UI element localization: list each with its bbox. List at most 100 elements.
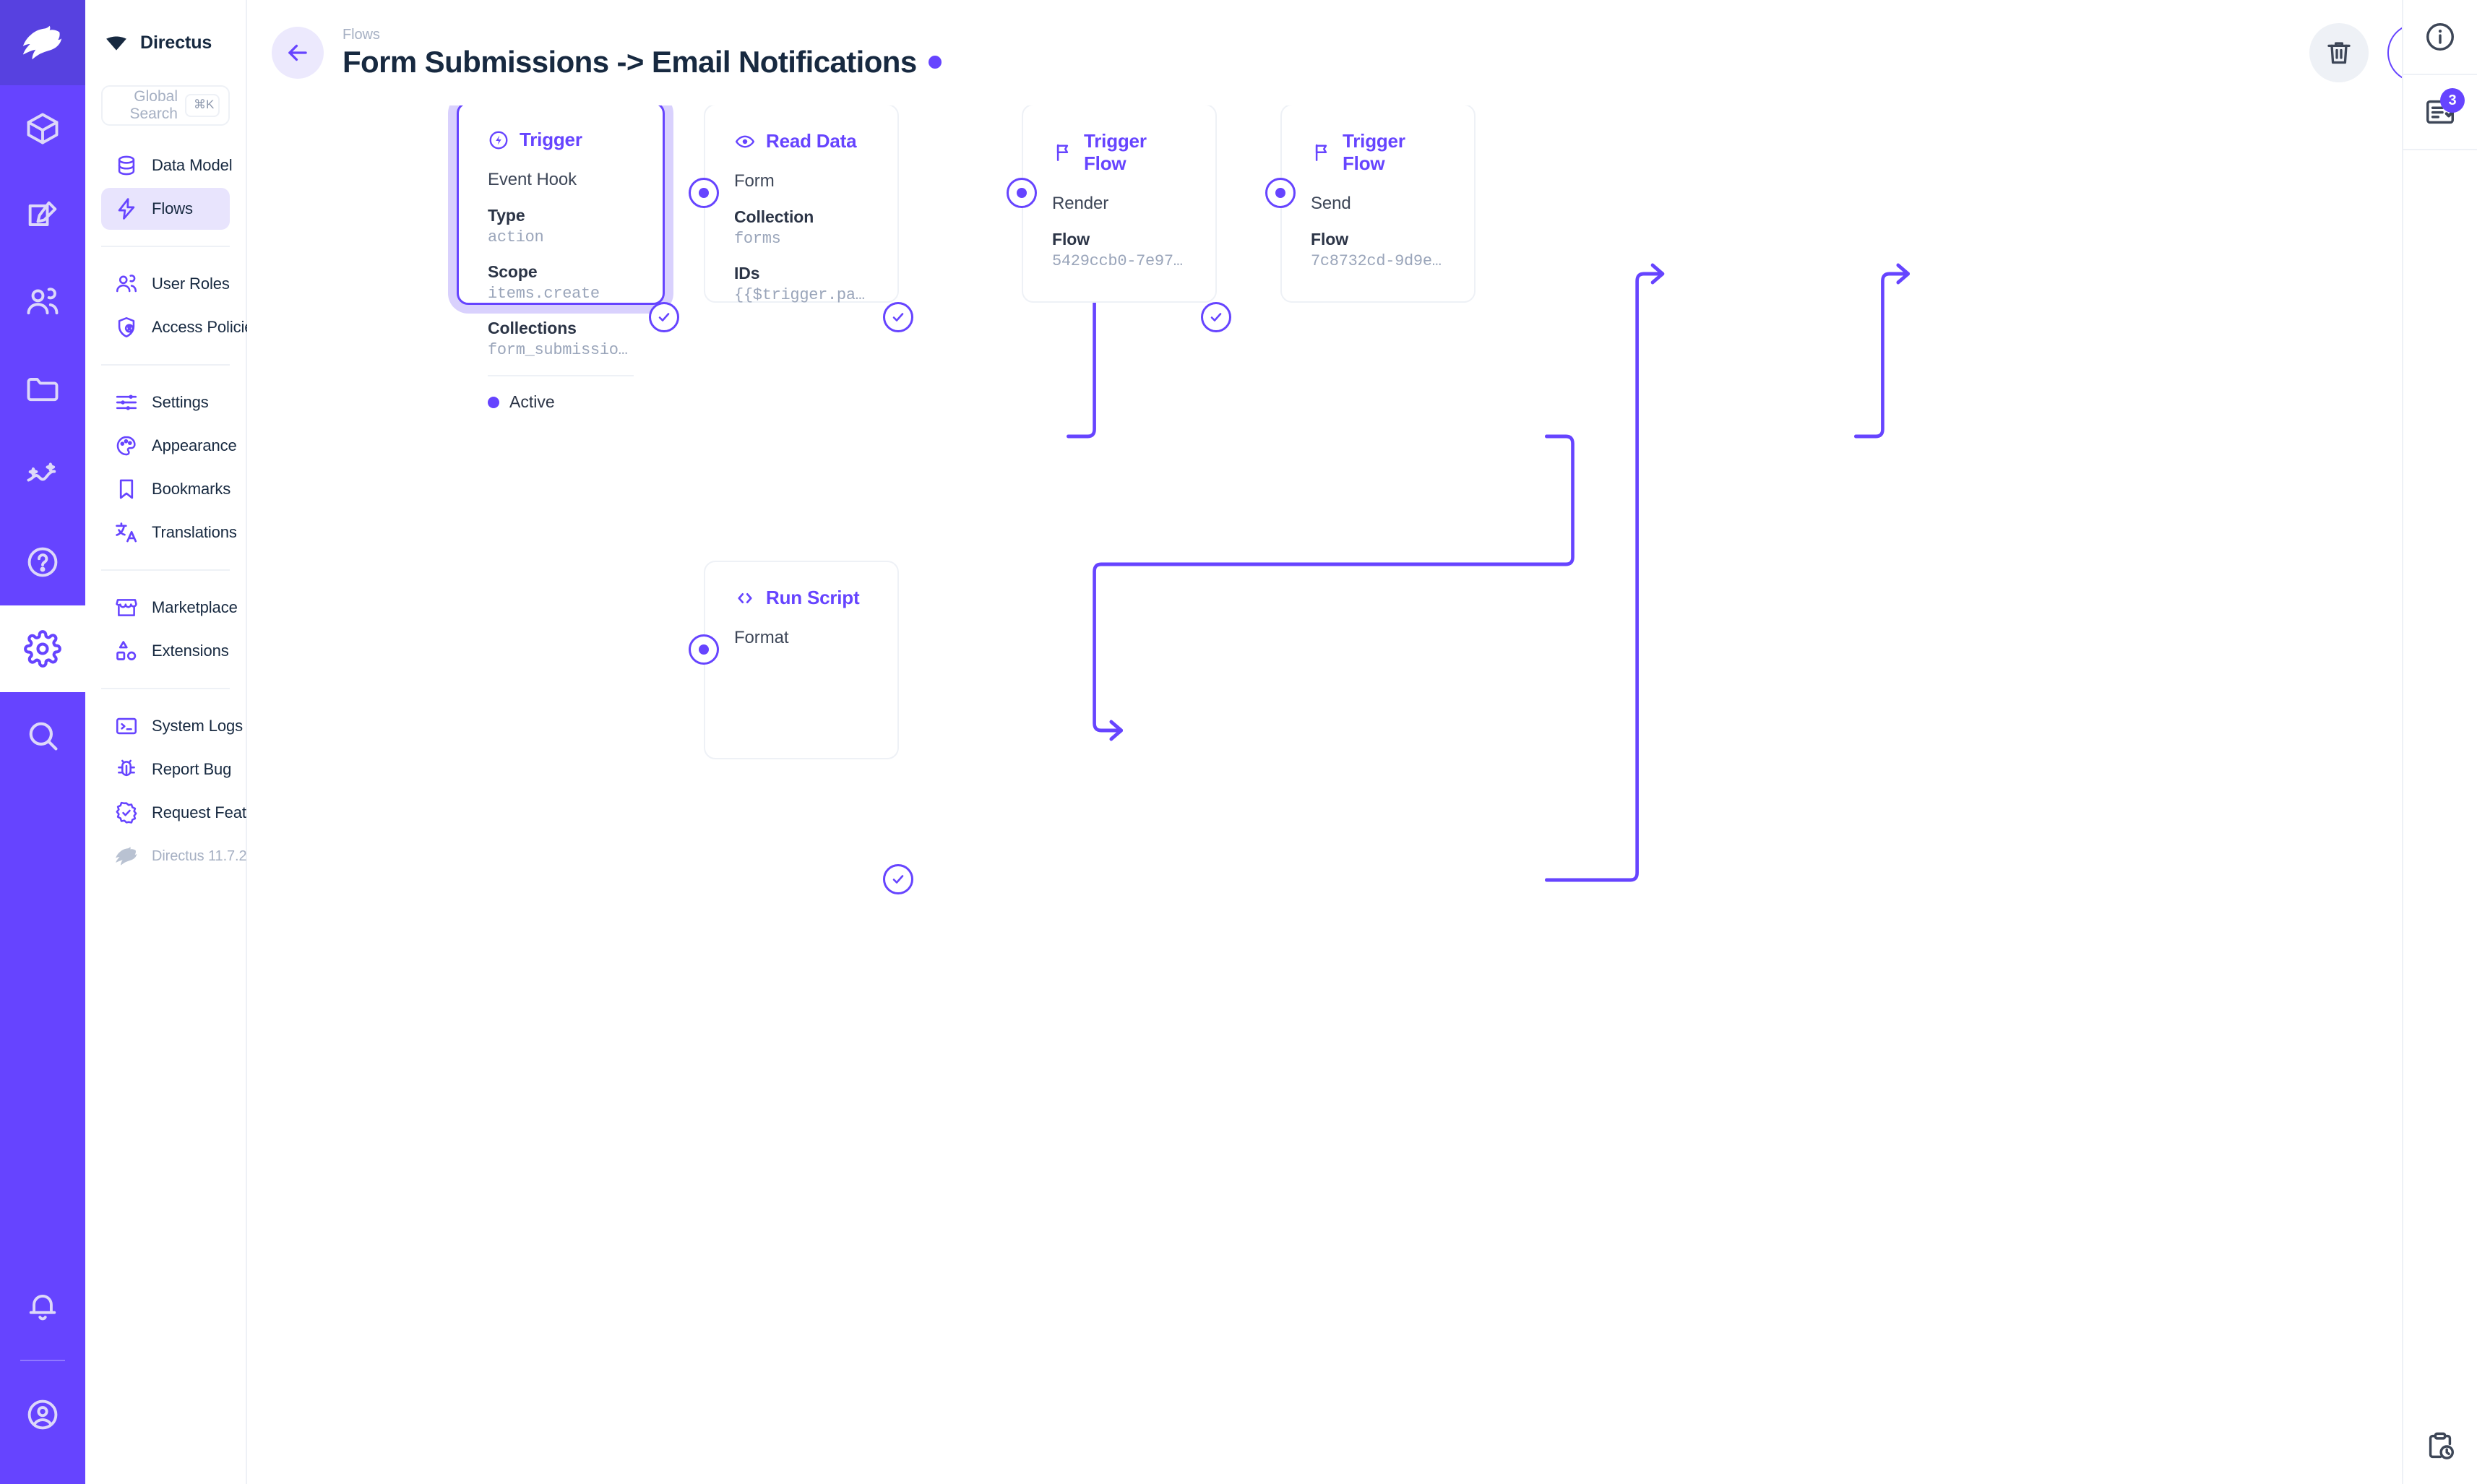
- sidebar-item-settings[interactable]: Settings: [101, 381, 230, 423]
- node-field: IDs {{$trigger.payload.form}}: [734, 264, 869, 304]
- field-value: 7c8732cd-9d9e-44be: [1311, 252, 1445, 270]
- flow-logs-button[interactable]: 3: [2403, 75, 2477, 150]
- port-trigger-flow-render-resolve[interactable]: [1201, 302, 1231, 332]
- field-label: Collection: [734, 207, 814, 226]
- port-read-data-input[interactable]: [689, 178, 719, 208]
- field-value: forms: [734, 230, 781, 248]
- sidebar-group-data: Data Model Flows: [85, 144, 246, 230]
- node-header: Trigger: [488, 129, 634, 151]
- sidebar-version: Directus 11.7.2: [101, 835, 247, 877]
- port-dot-icon: [699, 644, 709, 655]
- sidebar-divider: [101, 569, 230, 571]
- delete-flow-button[interactable]: [2309, 23, 2369, 82]
- page-header: Flows Form Submissions -> Email Notifica…: [247, 0, 2477, 105]
- flag-icon: [1315, 144, 1327, 161]
- flow-node-run-script[interactable]: Run Script Format: [704, 561, 899, 759]
- sidebar-item-system-logs[interactable]: System Logs: [101, 705, 243, 747]
- field-value: action: [488, 228, 544, 246]
- flow-canvas[interactable]: Trigger Event Hook Type action Scope ite…: [247, 105, 2477, 1484]
- sidebar-divider: [101, 246, 230, 247]
- sidebar-item-label: Access Policies: [152, 318, 262, 336]
- sidebar-item-request-feature[interactable]: Request Feature: [101, 792, 269, 834]
- check-icon: [892, 313, 904, 322]
- sidebar-group-access: User Roles Access Policies: [85, 263, 261, 348]
- trash-icon: [2327, 42, 2351, 64]
- palette-icon: [114, 433, 139, 458]
- sidebar-item-label: Extensions: [152, 642, 229, 660]
- field-label: Flow: [1052, 230, 1090, 249]
- node-title: Trigger Flow: [1084, 130, 1147, 174]
- sidebar-item-bookmarks[interactable]: Bookmarks: [101, 468, 231, 510]
- rail-item-users[interactable]: [0, 259, 85, 345]
- sidebar-item-translations[interactable]: Translations: [101, 512, 237, 553]
- sidebar-divider: [101, 364, 230, 366]
- rail-item-account[interactable]: [0, 1371, 85, 1458]
- breadcrumb[interactable]: Flows: [343, 26, 380, 43]
- flow-node-trigger[interactable]: Trigger Event Hook Type action Scope ite…: [457, 105, 665, 411]
- node-header: Run Script: [734, 587, 869, 609]
- port-trigger-resolve[interactable]: [649, 302, 679, 332]
- activity-button[interactable]: [2403, 1409, 2477, 1484]
- arrow-left-icon: [288, 44, 307, 61]
- bookmark-icon: [114, 477, 139, 501]
- flow-node-read-data[interactable]: Read Data Form Collection forms IDs {{$t…: [704, 105, 899, 304]
- search-input[interactable]: Global Search ⌘K: [101, 85, 230, 126]
- port-trigger-flow-render-input[interactable]: [1007, 178, 1037, 208]
- rail-item-editor[interactable]: [0, 172, 85, 259]
- node-field: Flow 5429ccb0-7e97-4ef5-9d65-2b…: [1052, 230, 1186, 270]
- rail-icon-list: [0, 85, 85, 779]
- sidebar-divider: [101, 688, 230, 689]
- field-value: items.create: [488, 285, 600, 303]
- sidebar-group-support: System Logs Report Bug R: [85, 705, 269, 877]
- rail-item-search[interactable]: [0, 692, 85, 779]
- sidebar-brand[interactable]: Directus: [85, 0, 246, 85]
- sidebar-item-marketplace[interactable]: Marketplace Beta: [101, 587, 296, 629]
- rail-item-content[interactable]: [0, 85, 85, 172]
- status-badge: [928, 55, 942, 69]
- sidebar-item-flows[interactable]: Flows: [101, 188, 230, 230]
- node-subtitle: Format: [734, 628, 789, 647]
- flow-node-trigger-flow-send[interactable]: Trigger Flow Send Flow 7c8732cd-9d9e-44b…: [1280, 105, 1476, 303]
- sidebar-item-report-bug[interactable]: Report Bug: [101, 749, 231, 790]
- back-button[interactable]: [272, 27, 324, 79]
- node-status-label: Active: [509, 392, 555, 411]
- port-read-data-resolve[interactable]: [883, 302, 913, 332]
- node-field: Collections form_submissions: [488, 319, 634, 359]
- field-value: 5429ccb0-7e97-4ef5-9d65-2b…: [1052, 252, 1186, 270]
- port-dot-icon: [1017, 188, 1027, 198]
- rail-item-notifications[interactable]: [0, 1263, 85, 1350]
- rail-item-files[interactable]: [0, 345, 85, 432]
- sidebar-item-extensions[interactable]: Extensions: [101, 630, 230, 672]
- info-button[interactable]: [2403, 0, 2477, 75]
- rail-item-insights[interactable]: [0, 432, 85, 519]
- directus-mark-icon: [106, 36, 126, 51]
- sidebar-item-user-roles[interactable]: User Roles: [101, 263, 230, 305]
- right-sidebar: 3: [2402, 0, 2477, 1484]
- sidebar-item-data-model[interactable]: Data Model: [101, 144, 233, 186]
- flow-edges: [1067, 263, 1910, 882]
- sidebar-item-appearance[interactable]: Appearance: [101, 425, 237, 467]
- port-run-script-resolve[interactable]: [883, 864, 913, 894]
- check-icon: [658, 313, 670, 322]
- flag-icon: [1056, 144, 1069, 161]
- rail-item-settings[interactable]: [0, 605, 85, 692]
- directus-logo[interactable]: [0, 0, 85, 85]
- sidebar-item-access-policies[interactable]: Access Policies: [101, 306, 261, 348]
- port-trigger-flow-send-input[interactable]: [1265, 178, 1296, 208]
- version-label: Directus 11.7.2: [152, 847, 247, 864]
- rail-item-docs[interactable]: [0, 519, 85, 605]
- port-run-script-input[interactable]: [689, 634, 719, 665]
- sidebar-group-extend: Marketplace Beta Extensions: [85, 587, 296, 672]
- node-subtitle: Event Hook: [488, 170, 577, 189]
- node-header: Read Data: [734, 130, 869, 152]
- field-label: Type: [488, 206, 525, 225]
- node-header: Trigger Flow: [1311, 130, 1445, 175]
- title-row: Form Submissions -> Email Notifications: [343, 45, 942, 79]
- node-field: Scope items.create: [488, 262, 634, 303]
- rail-bottom-group: [0, 1263, 85, 1484]
- flow-node-trigger-flow-render[interactable]: Trigger Flow Render Flow 5429ccb0-7e97-4…: [1022, 105, 1217, 303]
- node-field: Collection forms: [734, 207, 869, 248]
- sidebar-item-label: Translations: [152, 523, 237, 541]
- trigger-bolt-circle-icon: [489, 131, 508, 149]
